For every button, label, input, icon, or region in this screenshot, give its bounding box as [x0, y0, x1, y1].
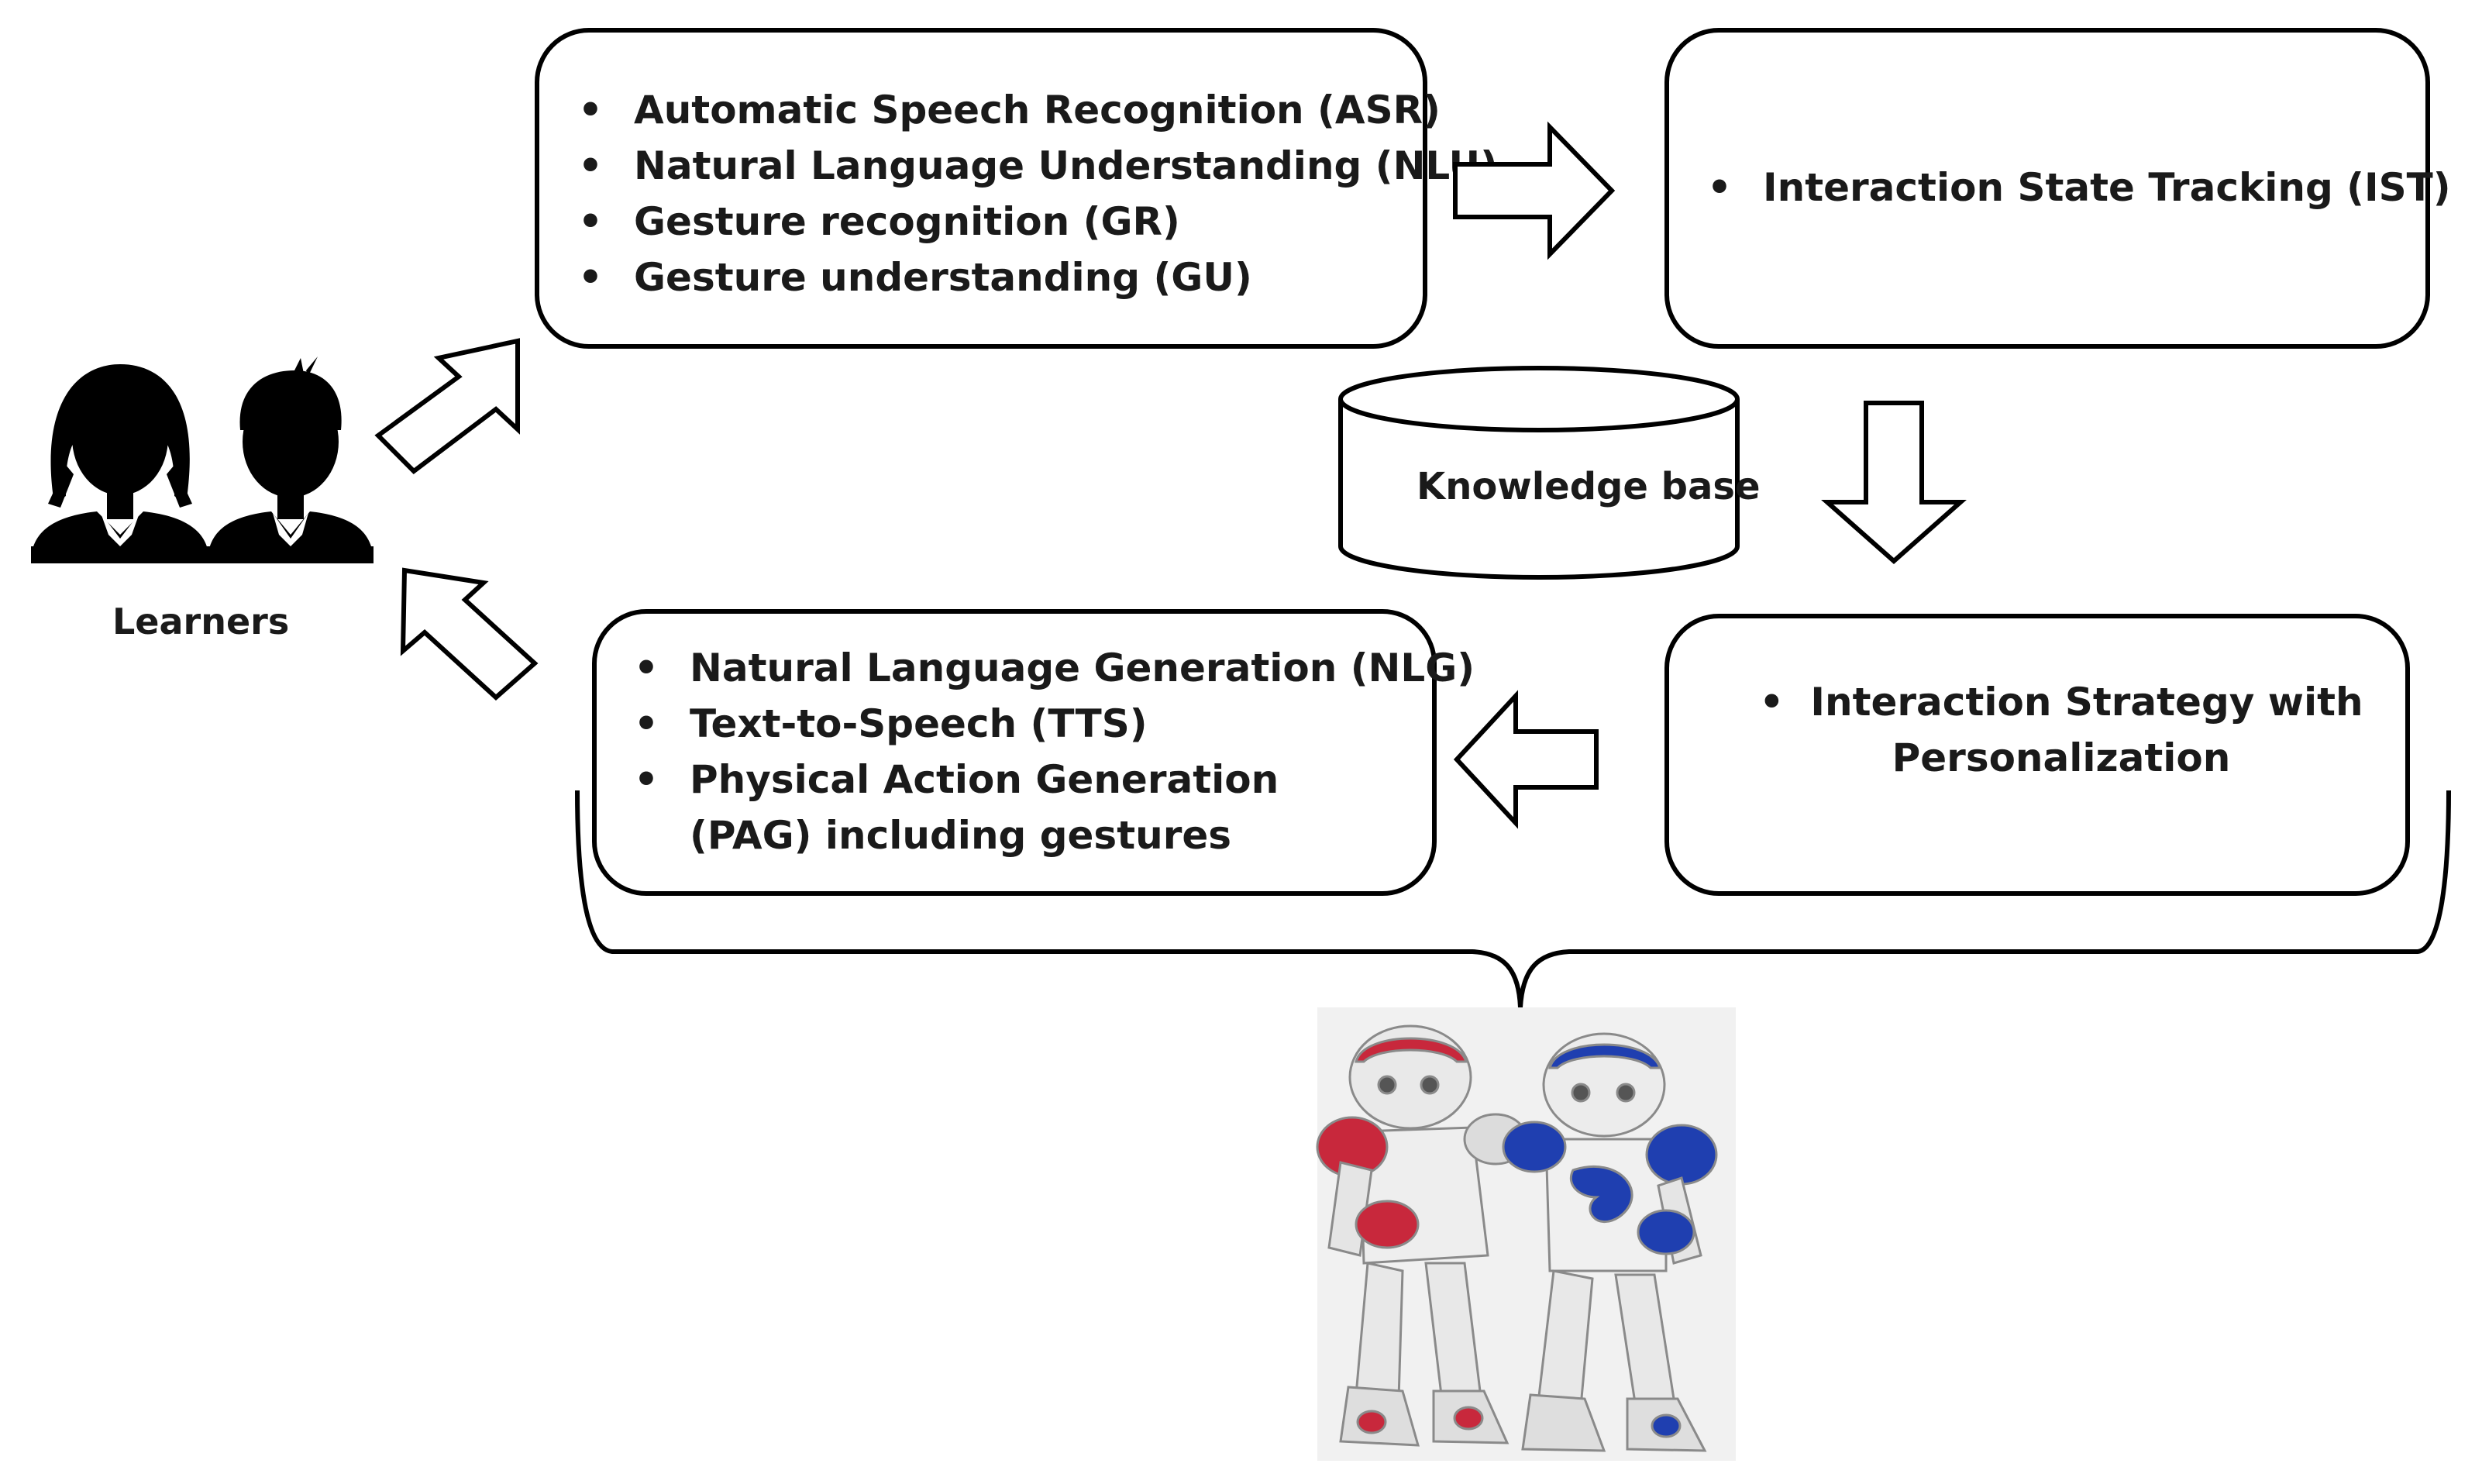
output-generation-list: Natural Language Generation (NLG) Text-t…: [634, 640, 1475, 863]
nlg-item: Natural Language Generation (NLG): [634, 640, 1475, 696]
tts-item: Text-to-Speech (TTS): [634, 696, 1475, 752]
left-arrow-icon: [1453, 690, 1599, 829]
interaction-strategy-list: Interaction Strategy with Personalizatio…: [1744, 674, 2379, 786]
up-right-arrow-icon: [374, 338, 520, 474]
male-learner-icon: [208, 356, 374, 563]
interaction-state-list: Interaction State Tracking (IST): [1707, 160, 2451, 215]
strategy-item: Interaction Strategy with Personalizatio…: [1744, 674, 2379, 786]
knowledge-base-label: Knowledge base: [1417, 465, 1761, 508]
learners-label: Learners: [112, 601, 290, 642]
gr-item: Gesture recognition (GR): [578, 194, 1498, 250]
ist-item: Interaction State Tracking (IST): [1707, 160, 2451, 215]
gu-item: Gesture understanding (GU): [578, 250, 1498, 305]
down-arrow-icon: [1821, 401, 1967, 565]
red-humanoid-robot: [1316, 1024, 1528, 1447]
blue-humanoid-robot: [1502, 1032, 1718, 1452]
right-arrow-icon: [1453, 121, 1616, 260]
asr-item: Automatic Speech Recognition (ASR): [578, 82, 1498, 138]
input-processing-list: Automatic Speech Recognition (ASR) Natur…: [578, 82, 1498, 305]
knowledge-base-cylinder: [1338, 366, 1740, 580]
nlu-item: Natural Language Understanding (NLU): [578, 138, 1498, 194]
female-learner-icon: [31, 364, 209, 563]
pag-item: Physical Action Generation (PAG) includi…: [634, 752, 1475, 863]
up-left-arrow-icon: [400, 567, 539, 701]
